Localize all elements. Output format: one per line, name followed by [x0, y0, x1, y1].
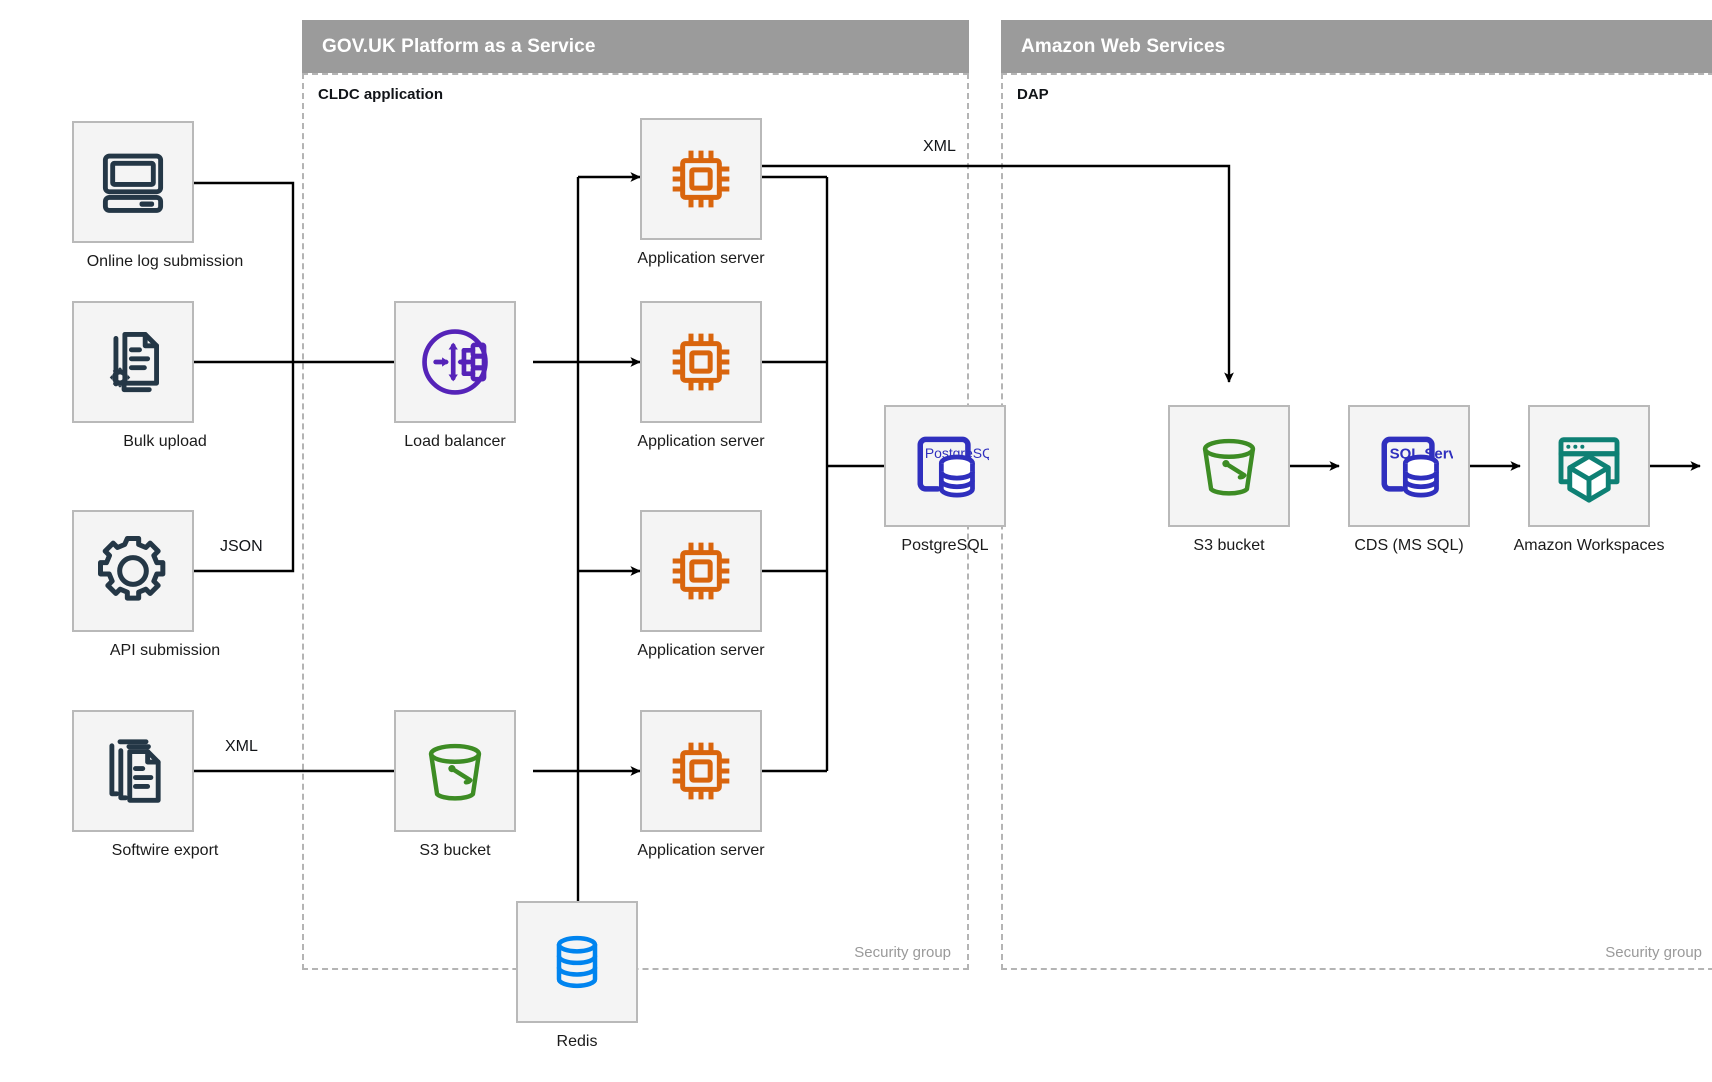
s3-bucket-icon	[414, 730, 496, 812]
document-gear-icon	[94, 323, 172, 401]
edge-label-xml-dap: XML	[918, 138, 961, 156]
sub-label-cldc: CLDC application	[318, 86, 444, 103]
node-label: Amazon Workspaces	[1513, 537, 1665, 554]
edge-label-xml-softwire: XML	[220, 738, 263, 756]
desktop-computer-icon	[94, 143, 172, 221]
sql-server-database-icon: SQL Server	[1365, 422, 1453, 510]
node-label: Online log submission	[86, 253, 244, 270]
node-label: PostgreSQL	[901, 537, 989, 554]
node-tile	[394, 301, 516, 423]
node-label: Application server	[637, 842, 765, 859]
node-tile	[640, 301, 762, 423]
svg-text:SQL Server: SQL Server	[1390, 445, 1453, 462]
cpu-chip-icon	[661, 139, 741, 219]
node-tile	[72, 510, 194, 632]
cpu-chip-icon	[661, 322, 741, 402]
postgresql-database-icon: PostgreSQL	[901, 422, 989, 510]
node-label: Redis	[556, 1033, 598, 1050]
node-tile	[1528, 405, 1650, 527]
dashed-container-paas	[302, 73, 969, 970]
gear-icon	[93, 531, 173, 611]
node-label: Application server	[637, 642, 765, 659]
security-group-label-aws: Security group	[1605, 944, 1702, 961]
node-label: S3 bucket	[419, 842, 491, 859]
node-label: Softwire export	[111, 842, 219, 859]
group-title-aws: Amazon Web Services	[1021, 35, 1226, 57]
node-tile	[640, 510, 762, 632]
amazon-workspaces-icon	[1547, 424, 1631, 508]
node-label: Bulk upload	[123, 433, 207, 450]
node-tile	[72, 710, 194, 832]
cpu-chip-icon	[661, 531, 741, 611]
group-header-paas: GOV.UK Platform as a Service	[302, 20, 969, 73]
node-tile	[1168, 405, 1290, 527]
node-label: Application server	[637, 433, 765, 450]
database-cylinder-icon	[541, 926, 613, 998]
node-label: Load balancer	[404, 433, 506, 450]
security-group-label-paas: Security group	[854, 944, 951, 961]
node-label: CDS (MS SQL)	[1354, 537, 1464, 554]
node-tile	[72, 301, 194, 423]
cpu-chip-icon	[661, 731, 741, 811]
node-tile	[72, 121, 194, 243]
node-label: Application server	[637, 250, 765, 267]
sub-label-dap: DAP	[1017, 86, 1049, 103]
load-balancer-icon	[412, 319, 498, 405]
node-label: API submission	[109, 642, 221, 659]
node-tile: PostgreSQL	[884, 405, 1006, 527]
node-tile	[640, 710, 762, 832]
svg-text:PostgreSQL: PostgreSQL	[925, 445, 989, 461]
node-tile: SQL Server	[1348, 405, 1470, 527]
group-title-paas: GOV.UK Platform as a Service	[322, 35, 596, 57]
node-tile	[516, 901, 638, 1023]
document-stack-icon	[94, 732, 172, 810]
s3-bucket-icon	[1188, 425, 1270, 507]
node-label: S3 bucket	[1193, 537, 1265, 554]
edge-label-json: JSON	[215, 538, 268, 556]
node-tile	[394, 710, 516, 832]
group-header-aws: Amazon Web Services	[1001, 20, 1712, 73]
node-tile	[640, 118, 762, 240]
